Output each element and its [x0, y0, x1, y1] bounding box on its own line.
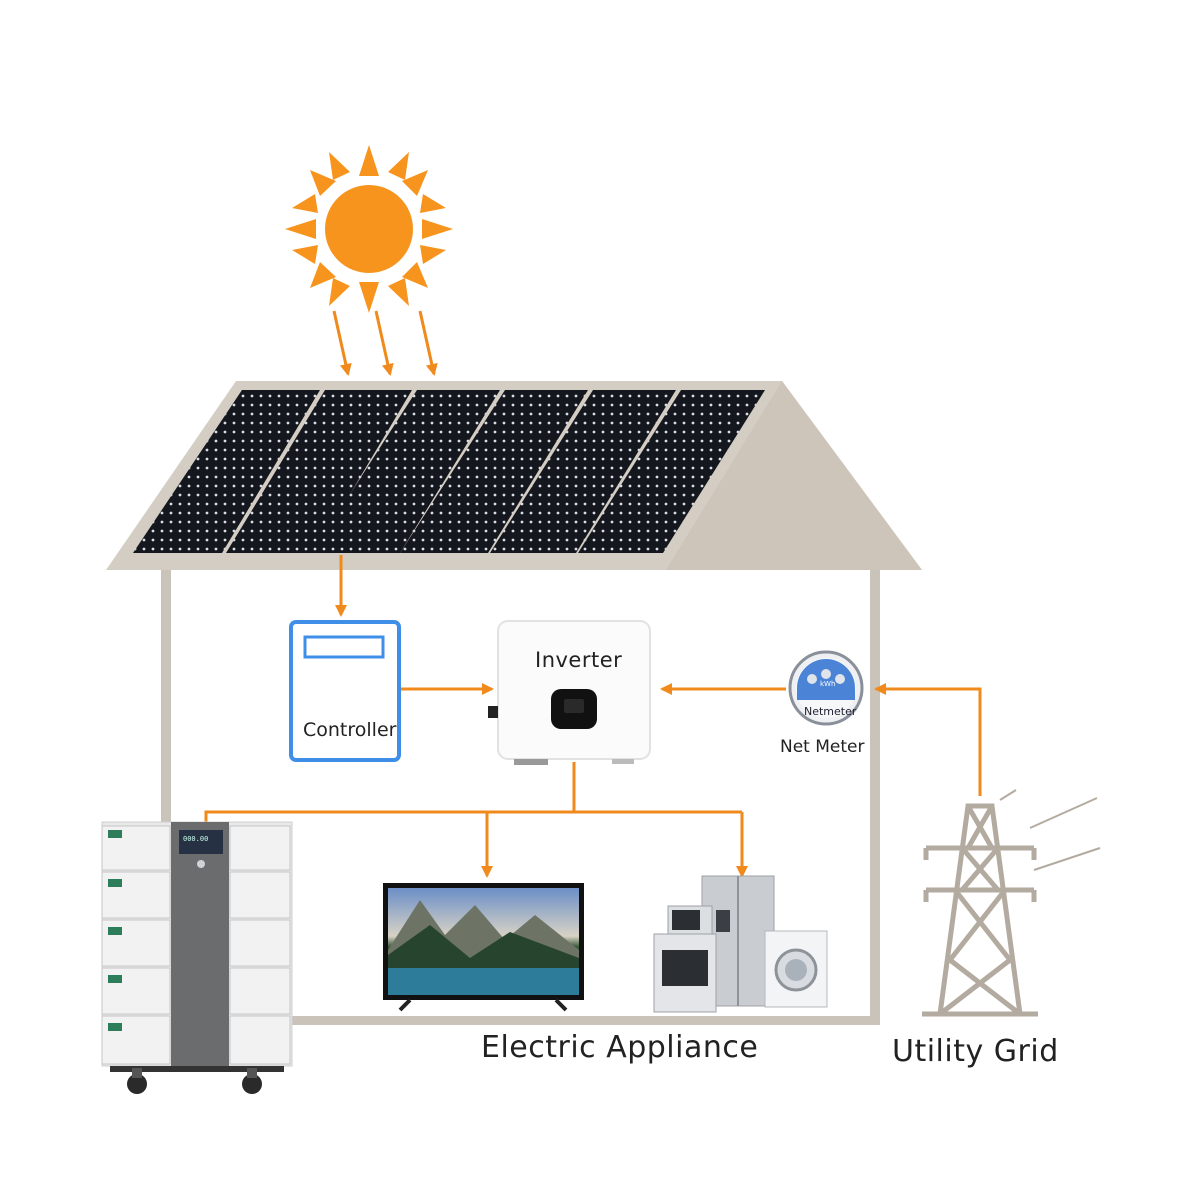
transmission-tower-icon	[922, 789, 1101, 1017]
battery-stack-icon	[101, 821, 293, 1094]
net-meter-face-label: Netmeter	[804, 705, 857, 718]
home-appliances-icon	[653, 875, 828, 1013]
battery-display-readout: 000.00	[183, 835, 209, 843]
sun-icon	[285, 145, 453, 313]
electric-appliance-label: Electric Appliance	[481, 1030, 759, 1065]
net-meter-label: Net Meter	[780, 737, 865, 757]
net-meter-icon	[788, 650, 864, 726]
controller-label: Controller	[303, 719, 397, 741]
solar-panel-icon	[133, 390, 765, 553]
house-walls	[161, 565, 880, 1025]
inverter-label: Inverter	[535, 648, 623, 672]
net-meter-unit: kWh	[820, 680, 836, 688]
television-icon	[383, 883, 584, 1012]
sunlight-arrows	[332, 310, 438, 376]
inverter-icon	[488, 620, 651, 765]
energy-flow-arrows	[204, 555, 982, 878]
utility-grid-label: Utility Grid	[892, 1034, 1059, 1069]
controller-icon	[289, 620, 401, 762]
